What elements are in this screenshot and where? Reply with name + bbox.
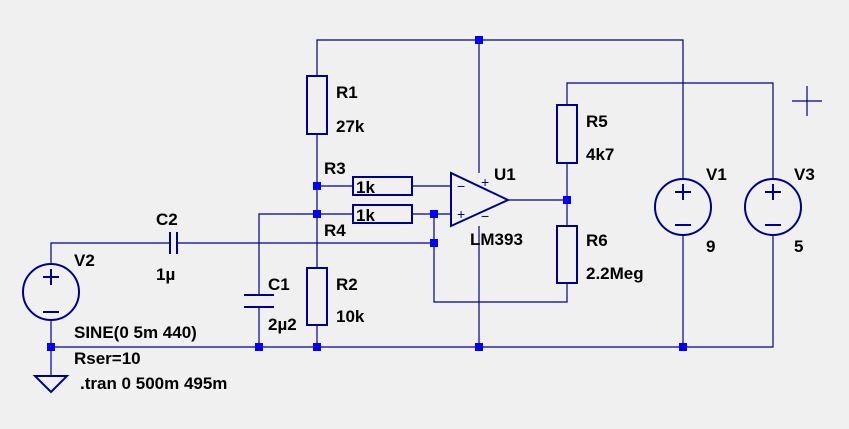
r4-value-label: 1k — [356, 206, 375, 225]
resistor-r3[interactable] — [352, 176, 413, 196]
voltage-source-v3[interactable] — [744, 178, 802, 236]
junction-dot — [313, 182, 321, 190]
r3-ref-label: R3 — [324, 159, 346, 178]
supply-minus-symbol: − — [481, 208, 489, 224]
r2-value-label: 10k — [336, 307, 365, 326]
junction-dot — [255, 343, 263, 351]
v3-value-label: 5 — [794, 237, 803, 256]
r1-value-label: 27k — [336, 117, 365, 136]
r6-ref-label: R6 — [586, 231, 608, 250]
ground-icon[interactable] — [32, 375, 70, 394]
u1-ref-label: U1 — [494, 165, 516, 184]
v3-ref-label: V3 — [794, 165, 815, 184]
v2-rser-label: Rser=10 — [74, 349, 141, 368]
c2-ref-label: C2 — [156, 210, 178, 229]
supply-plus-symbol: + — [481, 174, 489, 190]
c2-value-label: 1µ — [156, 265, 175, 284]
crosshair-cursor-icon — [792, 86, 822, 116]
wires — [50, 39, 774, 376]
junction-dot — [313, 343, 321, 351]
resistor-r2[interactable] — [306, 267, 328, 326]
r5-value-label: 4k7 — [586, 145, 614, 164]
c1-ref-label: C1 — [268, 275, 290, 294]
inverting-input-symbol: − — [457, 178, 465, 194]
r5-ref-label: R5 — [586, 112, 608, 131]
voltage-source-v2[interactable] — [22, 263, 80, 321]
v2-ref-label: V2 — [74, 251, 95, 270]
voltage-source-v1[interactable] — [654, 178, 712, 236]
junction-dot — [475, 343, 483, 351]
resistor-r1[interactable] — [306, 75, 328, 135]
r4-ref-label: R4 — [324, 221, 346, 240]
resistor-r5[interactable] — [556, 104, 578, 164]
u1-value-label: LM393 — [470, 230, 523, 249]
noninverting-input-symbol: + — [457, 206, 465, 222]
r2-ref-label: R2 — [336, 275, 358, 294]
spice-directive-text[interactable]: .tran 0 500m 495m — [80, 374, 227, 393]
r3-value-label: 1k — [356, 178, 375, 197]
r1-ref-label: R1 — [336, 83, 358, 102]
junction-dot — [563, 196, 571, 204]
capacitor-c2[interactable] — [169, 232, 178, 254]
c1-value-label: 2µ2 — [268, 315, 297, 334]
junction-dot — [679, 343, 687, 351]
v2-value-label: SINE(0 5m 440) — [74, 323, 197, 342]
junction-dot — [430, 239, 438, 247]
capacitor-c1[interactable] — [244, 294, 274, 308]
junctions — [47, 36, 687, 351]
junction-dot — [430, 210, 438, 218]
r6-value-label: 2.2Meg — [586, 264, 644, 283]
v1-value-label: 9 — [706, 237, 715, 256]
resistor-r6[interactable] — [556, 225, 578, 284]
resistor-r4[interactable] — [352, 204, 413, 224]
comparator-u1[interactable]: − + + − — [450, 171, 511, 228]
v1-ref-label: V1 — [706, 165, 727, 184]
junction-dot — [475, 36, 483, 44]
junction-dot — [313, 210, 321, 218]
junction-dot — [47, 343, 55, 351]
